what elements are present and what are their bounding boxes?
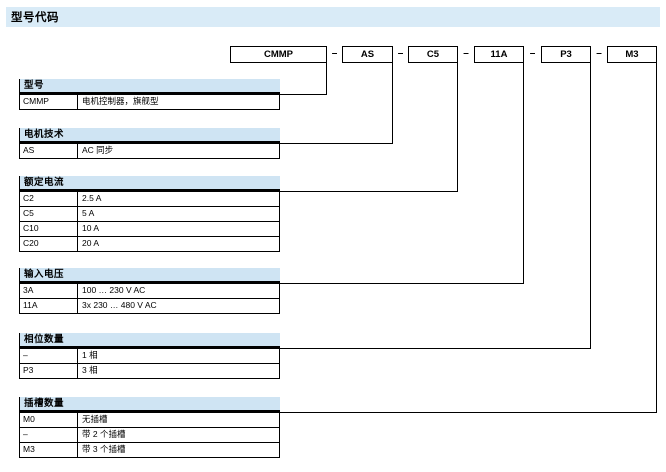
code-cell: C10 <box>20 222 78 236</box>
section-title-bar: 型号代码 <box>6 7 660 27</box>
table-row: M0 无插槽 <box>19 413 280 428</box>
type-code-segment-box: M3 <box>607 46 657 63</box>
description-cell: 电机控制器，旗舰型 <box>82 96 159 106</box>
code-cell: C20 <box>20 237 78 251</box>
connector-vertical-line <box>523 62 524 284</box>
description-cell: 100 … 230 V AC <box>82 285 146 295</box>
code-cell: M3 <box>20 443 78 457</box>
description-cell: 5 A <box>82 208 95 218</box>
code-table-header: 插槽数量 <box>19 397 280 413</box>
connector-horizontal-line <box>280 191 458 192</box>
table-row: AS AC 同步 <box>19 144 280 159</box>
description-cell: 带 3 个插槽 <box>82 444 126 454</box>
description-cell: 3 相 <box>82 365 98 375</box>
code-cell: – <box>20 349 78 363</box>
table-row: P3 3 相 <box>19 364 280 379</box>
description-cell: 3x 230 … 480 V AC <box>82 300 157 310</box>
description-cell: AC 同步 <box>82 145 114 155</box>
connector-vertical-line <box>457 62 458 192</box>
type-code-segment-box: C5 <box>408 46 458 63</box>
table-row: CMMP 电机控制器，旗舰型 <box>19 95 280 110</box>
description-cell: 20 A <box>82 238 100 248</box>
description-cell: 2.5 A <box>82 193 102 203</box>
code-table-header: 输入电压 <box>19 268 280 284</box>
code-cell: – <box>20 428 78 442</box>
table-row: C2 2.5 A <box>19 192 280 207</box>
connector-horizontal-line <box>280 143 393 144</box>
connector-horizontal-line <box>280 94 327 95</box>
table-row: –带 2 个插槽 <box>19 428 280 443</box>
type-code-segment-box: AS <box>342 46 393 63</box>
type-code-segment-box: CMMP <box>230 46 327 63</box>
code-cell: CMMP <box>20 95 78 109</box>
code-cell: C2 <box>20 192 78 206</box>
code-table-header: 相位数量 <box>19 333 280 349</box>
section-title: 型号代码 <box>11 12 59 24</box>
code-cell: 11A <box>20 299 78 313</box>
table-row: C20 20 A <box>19 237 280 252</box>
code-cell: M0 <box>20 413 78 427</box>
connector-horizontal-line <box>280 348 591 349</box>
connector-vertical-line <box>326 62 327 95</box>
connector-vertical-line <box>392 62 393 144</box>
description-cell: 10 A <box>82 223 100 233</box>
code-table-header: 电机技术 <box>19 128 280 144</box>
description-cell: 1 相 <box>82 350 98 360</box>
connector-horizontal-line <box>280 283 524 284</box>
code-cell: 3A <box>20 284 78 298</box>
connector-horizontal-line <box>280 412 657 413</box>
table-row: 3A 100 … 230 V AC <box>19 284 280 299</box>
table-row: M3 带 3 个插槽 <box>19 443 280 458</box>
description-cell: 带 2 个插槽 <box>82 429 126 439</box>
code-table-header: 型号 <box>19 79 280 95</box>
description-cell: 无插槽 <box>82 414 108 424</box>
code-cell: P3 <box>20 364 78 378</box>
type-code-separator: – <box>331 48 338 59</box>
table-row: 11A 3x 230 … 480 V AC <box>19 299 280 314</box>
type-code-segment-box: P3 <box>541 46 591 63</box>
connector-vertical-line <box>656 62 657 413</box>
table-row: C5 5 A <box>19 207 280 222</box>
code-cell: C5 <box>20 207 78 221</box>
code-table-header: 额定电流 <box>19 176 280 192</box>
type-code-separator: – <box>596 48 602 59</box>
table-row: –1 相 <box>19 349 280 364</box>
code-cell: AS <box>20 144 78 158</box>
type-code-separator: – <box>463 48 469 59</box>
type-code-segment-box: 11A <box>474 46 524 63</box>
type-code-separator: – <box>529 48 536 59</box>
table-row: C10 10 A <box>19 222 280 237</box>
type-code-separator: – <box>397 48 404 59</box>
connector-vertical-line <box>590 62 591 349</box>
